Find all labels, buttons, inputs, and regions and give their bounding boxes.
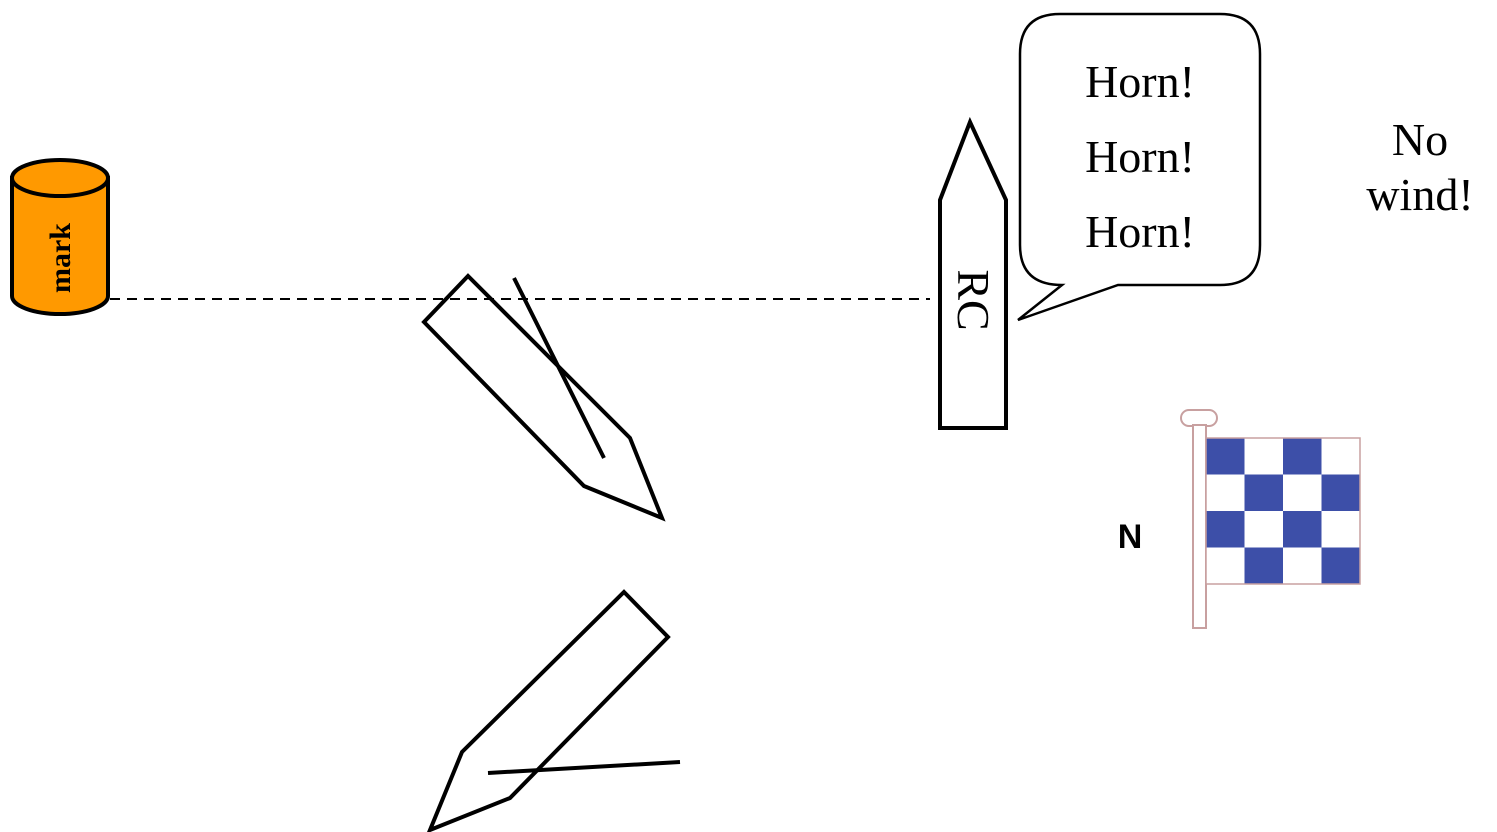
flag-square xyxy=(1206,511,1245,548)
flag-square xyxy=(1244,438,1284,475)
speech-line-1: Horn! xyxy=(1085,56,1195,107)
sailboat-lower xyxy=(427,589,681,832)
flag-square xyxy=(1206,547,1245,585)
flag-square xyxy=(1321,547,1361,585)
speech-bubble-outline xyxy=(1017,12,1262,322)
flag-border xyxy=(1205,437,1361,585)
committee-boat: RC xyxy=(938,116,1008,430)
sailboat-lower-hull xyxy=(427,589,671,832)
mark-buoy: mark xyxy=(10,158,110,316)
sailboat-lower-sail xyxy=(487,760,681,775)
speech-line-2: Horn! xyxy=(1085,131,1195,182)
sailboat-upper-sail xyxy=(512,277,606,459)
flag-square xyxy=(1283,547,1322,585)
speech-line-3: Horn! xyxy=(1085,206,1195,257)
flag-square xyxy=(1206,474,1245,512)
flag-square xyxy=(1321,438,1361,475)
committee-boat-hull xyxy=(938,116,1008,430)
n-flag: N xyxy=(1118,409,1361,629)
flag-checkerboard xyxy=(1206,438,1361,585)
flag-square xyxy=(1283,511,1322,548)
flag-pole xyxy=(1192,424,1207,629)
committee-boat-label: RC xyxy=(948,269,999,330)
flag-pole-cap xyxy=(1180,409,1218,427)
flag-square xyxy=(1244,474,1284,512)
flag-square xyxy=(1321,511,1361,548)
mark-top xyxy=(10,158,110,198)
flag-letter: N xyxy=(1118,518,1143,556)
mark-body xyxy=(10,176,110,316)
mark-label: mark xyxy=(44,223,77,293)
flag-square xyxy=(1283,474,1322,512)
wind-note-line-1: No xyxy=(1392,114,1448,165)
sailboat-upper xyxy=(421,273,666,522)
speech-bubble: Horn! Horn! Horn! xyxy=(1017,12,1262,322)
flag-square xyxy=(1206,438,1245,475)
wind-note-line-2: wind! xyxy=(1366,169,1473,220)
sailboat-upper-hull xyxy=(421,273,666,522)
flag-square xyxy=(1244,547,1284,585)
flag-square xyxy=(1321,474,1361,512)
flag-square xyxy=(1283,438,1322,475)
flag-square xyxy=(1244,511,1284,548)
